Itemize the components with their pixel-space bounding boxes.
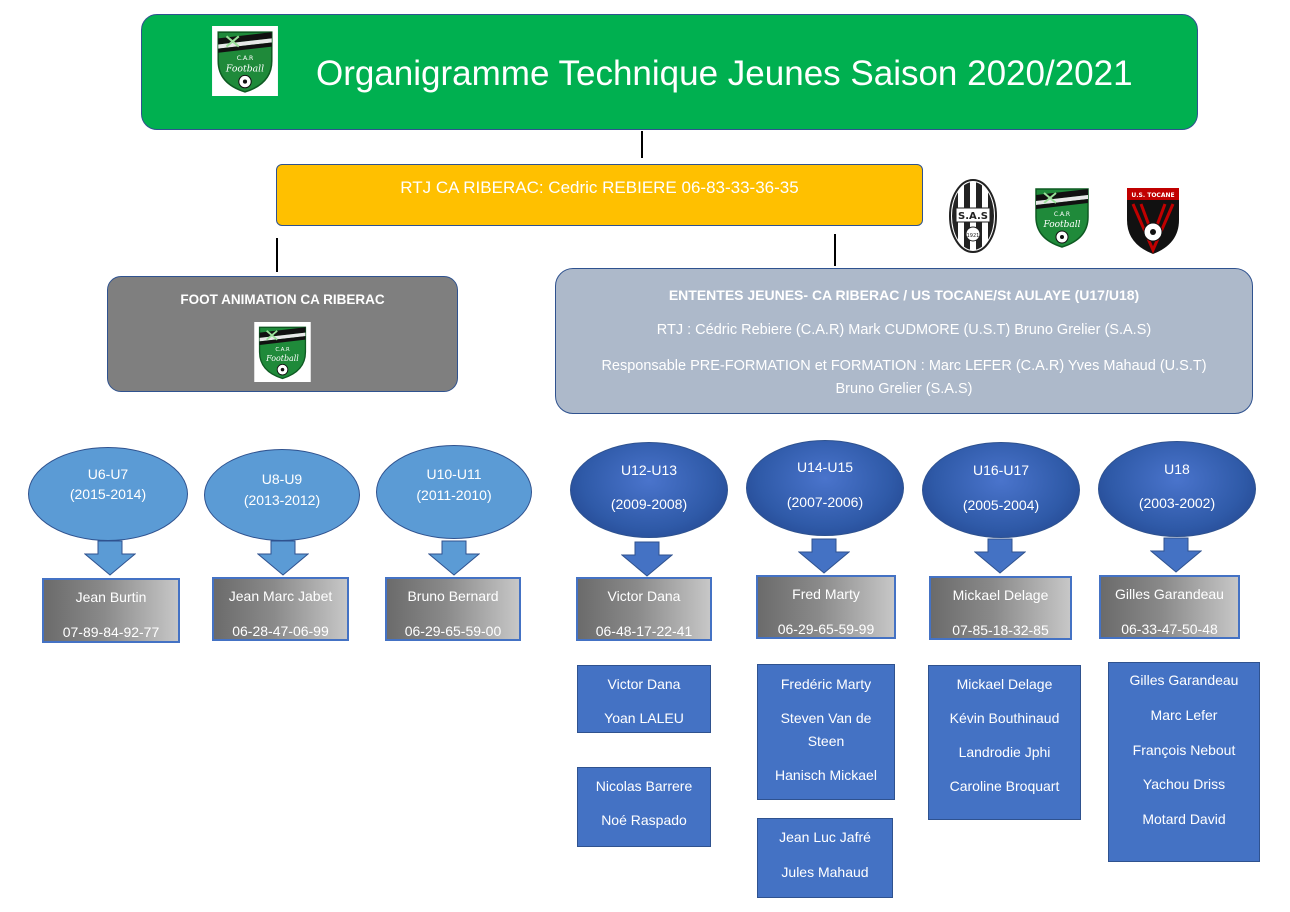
staff-name: Steven Van de: [780, 710, 872, 726]
coach-box-u12-u13: Victor Dana 06-48-17-22-41: [576, 577, 712, 641]
staff-name: Mickael Delage: [956, 676, 1053, 692]
ententes-rtj-line: RTJ : Cédric Rebiere (C.A.R) Mark CUDMOR…: [656, 322, 1152, 338]
arrow-down-icon: [257, 540, 309, 576]
coach-name: Fred Marty: [792, 586, 860, 602]
category-ellipse-u12-u13: U12-U13 (2009-2008): [570, 442, 728, 538]
staff-name: Jean Luc Jafré: [779, 829, 871, 845]
staff-box-u16: Mickael Delage Kévin Bouthinaud Landrodi…: [928, 665, 1081, 820]
staff-name: Landrodie Jphi: [958, 744, 1051, 760]
staff-name: Fredéric Marty: [780, 676, 872, 692]
staff-name: Marc Lefer: [1150, 707, 1218, 723]
staff-box-u14-a: Fredéric Marty Steven Van de Steen Hanis…: [757, 664, 895, 800]
staff-box-u12-a: Victor Dana Yoan LALEU: [577, 665, 711, 733]
coach-phone: 06-48-17-22-41: [595, 623, 693, 639]
category-years: (2013-2012): [243, 492, 321, 508]
foot-animation-title: FOOT ANIMATION CA RIBERAC: [180, 292, 385, 307]
coach-name: Mickael Delage: [952, 587, 1049, 603]
coach-name: Jean Burtin: [75, 589, 147, 605]
staff-name: Yoan LALEU: [604, 710, 684, 726]
ententes-box: ENTENTES JEUNES- CA RIBERAC / US TOCANE/…: [555, 268, 1253, 414]
category-ellipse-u18: U18 (2003-2002): [1098, 441, 1256, 537]
staff-name: Yachou Driss: [1142, 776, 1226, 792]
category-name: U14-U15: [796, 459, 854, 475]
coach-box-u10-u11: Bruno Bernard 06-29-65-59-00: [385, 577, 521, 641]
category-years: (2003-2002): [1138, 495, 1216, 511]
connector-line: [276, 238, 278, 272]
category-years: (2005-2004): [962, 497, 1040, 513]
car-club-logo: [251, 322, 314, 382]
category-ellipse-u16-u17: U16-U17 (2005-2004): [922, 442, 1080, 538]
category-ellipse-u10-u11: U10-U11 (2011-2010): [376, 445, 532, 539]
category-ellipse-u6-u7: U6-U7 (2015-2014): [28, 447, 188, 541]
coach-phone: 07-89-84-92-77: [62, 624, 160, 640]
staff-name: Gilles Garandeau: [1129, 672, 1239, 688]
category-years: (2007-2006): [786, 494, 864, 510]
coach-name: Bruno Bernard: [407, 588, 499, 604]
arrow-down-icon: [621, 541, 673, 577]
staff-box-u12-b: Nicolas Barrere Noé Raspado: [577, 767, 711, 847]
staff-name: Hanisch Mickael: [775, 767, 877, 783]
staff-name: Nicolas Barrere: [595, 778, 693, 794]
coach-box-u16-u17: Mickael Delage 07-85-18-32-85: [929, 576, 1072, 640]
arrow-down-icon: [798, 538, 850, 574]
coach-box-u6-u7: Jean Burtin 07-89-84-92-77: [42, 578, 180, 643]
car-club-logo: [1030, 183, 1094, 251]
category-name: U6-U7: [87, 466, 129, 482]
connector-line: [641, 131, 643, 158]
category-name: U18: [1164, 461, 1190, 477]
coach-box-u14-u15: Fred Marty 06-29-65-59-99: [756, 575, 896, 639]
ententes-responsable-line: Responsable PRE-FORMATION et FORMATION :…: [601, 358, 1207, 374]
category-years: (2015-2014): [69, 486, 147, 502]
arrow-down-icon: [84, 540, 136, 576]
staff-name: François Nebout: [1132, 742, 1236, 758]
category-years: (2009-2008): [610, 496, 688, 512]
coach-name: Jean Marc Jabet: [228, 588, 333, 604]
coach-phone: 06-29-65-59-00: [404, 623, 502, 639]
staff-name: Steen: [807, 733, 845, 749]
coach-name: Gilles Garandeau: [1115, 586, 1224, 602]
staff-name: Kévin Bouthinaud: [949, 710, 1060, 726]
coach-phone: 06-28-47-06-99: [232, 623, 329, 639]
coach-phone: 06-33-47-50-48: [1121, 621, 1218, 637]
coach-box-u18: Gilles Garandeau 06-33-47-50-48: [1099, 575, 1240, 639]
category-ellipse-u14-u15: U14-U15 (2007-2006): [746, 440, 904, 536]
coach-name: Victor Dana: [607, 588, 681, 604]
category-ellipse-u8-u9: U8-U9 (2013-2012): [204, 449, 360, 541]
category-years: (2011-2010): [416, 487, 492, 503]
staff-name: Victor Dana: [607, 676, 681, 692]
category-name: U8-U9: [261, 471, 303, 487]
arrow-down-icon: [428, 540, 480, 576]
ententes-responsable-line-2: Bruno Grelier (S.A.S): [835, 381, 973, 397]
page-title: Organigramme Technique Jeunes Saison 202…: [316, 54, 1133, 93]
staff-name: Noé Raspado: [601, 812, 687, 828]
title-banner: [141, 14, 1198, 130]
staff-name: Caroline Broquart: [949, 778, 1060, 794]
coach-phone: 07-85-18-32-85: [952, 622, 1049, 638]
ententes-title: ENTENTES JEUNES- CA RIBERAC / US TOCANE/…: [668, 287, 1140, 303]
staff-name: Motard David: [1142, 811, 1226, 827]
rtj-box: RTJ CA RIBERAC: Cedric REBIERE 06-83-33-…: [276, 164, 923, 226]
staff-name: Jules Mahaud: [781, 864, 869, 880]
ust-club-logo: [1125, 184, 1181, 256]
coach-box-u8-u9: Jean Marc Jabet 06-28-47-06-99: [212, 577, 349, 641]
arrow-down-icon: [974, 538, 1026, 574]
arrow-down-icon: [1150, 537, 1202, 573]
category-name: U10-U11: [426, 466, 482, 482]
category-name: U16-U17: [972, 462, 1030, 478]
coach-phone: 06-29-65-59-99: [777, 621, 875, 637]
sas-club-logo: [948, 178, 998, 254]
staff-box-u18: Gilles Garandeau Marc Lefer François Neb…: [1108, 662, 1260, 862]
category-name: U12-U13: [620, 462, 678, 478]
connector-line: [834, 234, 836, 266]
staff-box-u14-b: Jean Luc Jafré Jules Mahaud: [757, 818, 893, 898]
car-club-logo: [211, 26, 279, 96]
